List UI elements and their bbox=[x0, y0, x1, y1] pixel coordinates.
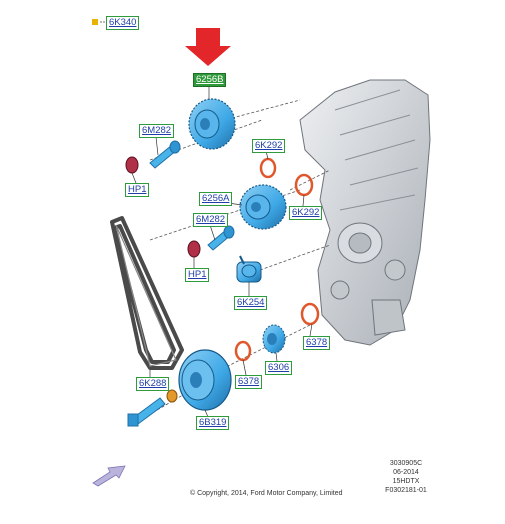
engine-block bbox=[299, 79, 431, 346]
meta-line-1: 3030905C bbox=[389, 460, 423, 467]
callout-seal-mid[interactable]: 6378 bbox=[235, 375, 263, 389]
callout-seal-upper[interactable]: 6K292 bbox=[252, 139, 286, 153]
document-meta: 3030905C 06-2014 15HDTX F0302181-01 bbox=[378, 459, 434, 495]
callout-belt[interactable]: 6K288 bbox=[136, 377, 170, 391]
back-arrow-icon[interactable] bbox=[92, 465, 126, 487]
callout-cap-lower[interactable]: HP1 bbox=[185, 268, 210, 282]
seal-mid[interactable] bbox=[234, 340, 252, 362]
callout-sprocket-lower[interactable]: 6256A bbox=[199, 192, 233, 206]
callout-bolt-lower[interactable]: 6M282 bbox=[193, 213, 229, 227]
cap-lower[interactable] bbox=[187, 240, 201, 258]
callout-gear[interactable]: 6306 bbox=[265, 361, 293, 375]
callout-tensioner[interactable]: 6K254 bbox=[234, 296, 268, 310]
callout-pulley[interactable]: 6B319 bbox=[196, 416, 230, 430]
copyright-text: © Copyright, 2014, Ford Motor Company, L… bbox=[190, 490, 343, 497]
bolt-lower[interactable] bbox=[207, 225, 235, 251]
meta-line-4: F0302181-01 bbox=[385, 487, 427, 494]
callout-selected-sprocket[interactable]: 6256B bbox=[193, 73, 227, 87]
bolt-upper[interactable] bbox=[149, 140, 181, 169]
callout-seal-right[interactable]: 6378 bbox=[303, 336, 331, 350]
cap-upper[interactable] bbox=[125, 156, 139, 174]
seal-lower[interactable] bbox=[294, 173, 314, 197]
camshaft-sprocket-lower[interactable] bbox=[239, 184, 287, 230]
crankshaft-pulley[interactable] bbox=[178, 349, 232, 411]
crank-bolt[interactable] bbox=[127, 397, 166, 427]
callout-bolt-upper[interactable]: 6M282 bbox=[139, 124, 175, 138]
seal-right[interactable] bbox=[300, 302, 320, 326]
header-marker-icon bbox=[92, 19, 98, 25]
callout-cap-upper[interactable]: HP1 bbox=[125, 183, 150, 197]
belt-tensioner[interactable] bbox=[236, 255, 262, 283]
red-down-arrow-icon bbox=[185, 28, 231, 66]
callout-6k340[interactable]: 6K340 bbox=[106, 16, 140, 30]
drive-belt[interactable] bbox=[110, 216, 184, 370]
callout-seal-lower[interactable]: 6K292 bbox=[289, 206, 323, 220]
meta-line-3: 15HDTX bbox=[392, 478, 420, 485]
camshaft-sprocket-upper[interactable] bbox=[188, 98, 236, 150]
seal-upper[interactable] bbox=[259, 157, 277, 179]
crankshaft-gear[interactable] bbox=[262, 324, 286, 354]
meta-line-2: 06-2014 bbox=[393, 469, 419, 476]
drive-belt-inner bbox=[115, 224, 177, 367]
washer[interactable] bbox=[166, 389, 178, 403]
